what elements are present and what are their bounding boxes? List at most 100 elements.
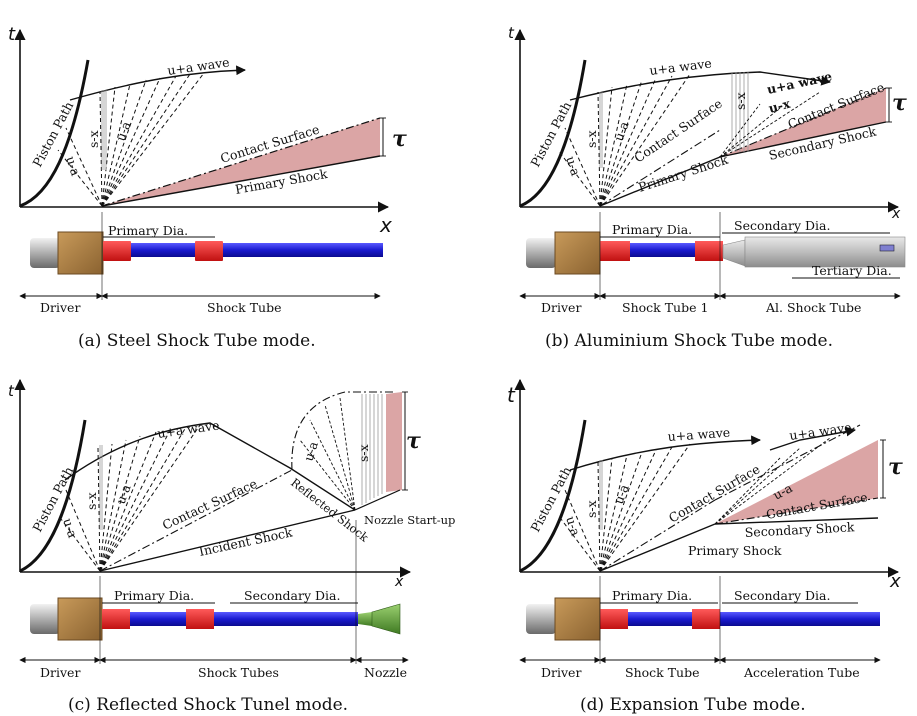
reflected-shock-label: Reflected Shock — [288, 475, 372, 545]
piston-cap — [30, 238, 60, 268]
x-axis-label: x — [889, 571, 901, 592]
secondary-block — [195, 241, 223, 261]
tube-schematic-a: Primary Dia. Driver Shock Tube — [19, 212, 383, 315]
nozzle-startup-line — [354, 489, 401, 511]
contact-surface-line — [99, 469, 293, 572]
sx-label-2: s-x — [733, 92, 748, 110]
tube-schematic-b: Primary Dia. Secondary Dia. Tertiary Dia… — [519, 212, 906, 315]
xt-diagram-d: t x τ P — [507, 378, 903, 592]
primary-diaphragm — [102, 609, 130, 629]
driver-label: Driver — [541, 665, 581, 680]
incident-shock-label: Incident Shock — [198, 524, 295, 559]
uma-label-2: u-a — [113, 119, 134, 143]
expansion-fan — [57, 72, 205, 207]
caption-b: (b) Aluminium Shock Tube mode. — [545, 331, 833, 351]
primary-dia-label: Primary Dia. — [612, 588, 692, 603]
u-plus-a-wave — [569, 71, 831, 101]
primary-shock-line — [599, 156, 721, 207]
primary-diaphragm — [600, 241, 630, 261]
piston-cap — [526, 238, 556, 268]
shock-tubes — [102, 612, 358, 626]
uma-label-3: u-a — [301, 439, 322, 463]
primary-dia-label: Primary Dia. — [108, 223, 188, 238]
driver-block — [554, 231, 601, 275]
test-gas-region — [386, 392, 402, 492]
piston-cap — [30, 604, 60, 634]
t-axis-label: t — [8, 24, 16, 45]
driver-label: Driver — [40, 300, 80, 315]
contact-surface-label: Contact Surface — [631, 96, 725, 166]
sx-label: s-x — [584, 130, 599, 148]
primary-diaphragm — [103, 241, 131, 261]
ua-wave-label: u+a wave — [667, 425, 730, 444]
sx-label: s-x — [84, 492, 99, 510]
xt-diagram-c: t x τ Piston — [8, 378, 455, 590]
tertiary-diaphragm — [879, 244, 895, 252]
ua-wave-label: u+a wave — [166, 54, 230, 78]
ua-wave-label: u+a wave — [649, 55, 713, 78]
expansion-fan — [557, 443, 691, 572]
panel-c: t x τ Piston — [8, 378, 455, 715]
al-shock-tube — [744, 236, 906, 268]
contact-surface-line — [599, 129, 721, 207]
uma-label-1: u-a — [563, 514, 584, 538]
uma-label-2: u-a — [611, 482, 632, 506]
reflected-fan — [299, 397, 356, 511]
sx-lines — [101, 90, 107, 170]
nozzle-body — [371, 603, 401, 635]
uma-label-2: u-a — [113, 482, 134, 506]
secondary-diaphragm — [695, 241, 723, 261]
section-2-label: Al. Shock Tube — [765, 300, 861, 315]
u-plus-a-wave — [64, 422, 356, 511]
piston-path — [19, 419, 87, 573]
nozzle-throat — [358, 612, 372, 626]
xt-diagram-a: t x τ Piston Path u+a wave u-a u-a — [8, 24, 407, 237]
reflected-contact-line — [291, 391, 395, 471]
section-2-label: Acceleration Tube — [743, 665, 860, 680]
primary-diaphragm — [600, 609, 628, 629]
caption-c: (c) Reflected Shock Tunel mode. — [68, 695, 348, 715]
contact-surface-line — [101, 117, 381, 207]
secondary-fan — [719, 91, 821, 158]
section-label: Shock Tube — [207, 300, 281, 315]
caption-a: (a) Steel Shock Tube mode. — [78, 331, 316, 351]
x-axis-label: x — [394, 574, 404, 590]
shock-tube — [103, 243, 383, 257]
expansion-fan — [557, 73, 691, 207]
caption-d: (d) Expansion Tube mode. — [580, 695, 806, 715]
secondary-dia-label: Secondary Dia. — [734, 218, 830, 233]
section-1-label: Shock Tubes — [198, 665, 279, 680]
driver-block — [57, 231, 104, 275]
transition-cone — [722, 239, 746, 267]
piston-path — [19, 59, 90, 208]
primary-dia-label: Primary Dia. — [114, 588, 194, 603]
expansion-fan — [57, 424, 201, 572]
secondary-diaphragm — [186, 609, 214, 629]
sx-label-2: s-x — [356, 444, 371, 462]
contact-surface-2-line — [719, 87, 887, 158]
tau-label: τ — [888, 454, 903, 480]
test-gas-region — [715, 440, 878, 524]
primary-shock-line — [599, 523, 716, 572]
u-plus-a-wave — [569, 435, 761, 471]
contact-surface-ext — [714, 424, 861, 501]
secondary-diaphragm — [692, 609, 720, 629]
t-axis-label: t — [507, 383, 516, 407]
nozzle-startup-label: Nozzle Start-up — [364, 513, 455, 527]
sx-lines — [599, 72, 749, 168]
u-plus-a-wave — [69, 65, 246, 101]
piston-path — [519, 419, 587, 573]
x-axis-label: x — [891, 206, 901, 222]
driver-label: Driver — [40, 665, 80, 680]
contact-surface-line — [599, 499, 716, 572]
uma-label-1: u-a — [63, 154, 84, 178]
ua-wave-2-label: u+a wave — [766, 69, 834, 97]
uma-label-3: u-x — [767, 96, 792, 116]
secondary-dia-label: Secondary Dia. — [734, 588, 830, 603]
panel-b: t x τ Piston — [508, 24, 907, 351]
section-1-label: Shock Tube — [625, 665, 699, 680]
primary-shock-line — [101, 155, 381, 207]
t-axis-label: t — [8, 382, 15, 400]
ua-wave-2-label: u+a wave — [788, 419, 852, 443]
